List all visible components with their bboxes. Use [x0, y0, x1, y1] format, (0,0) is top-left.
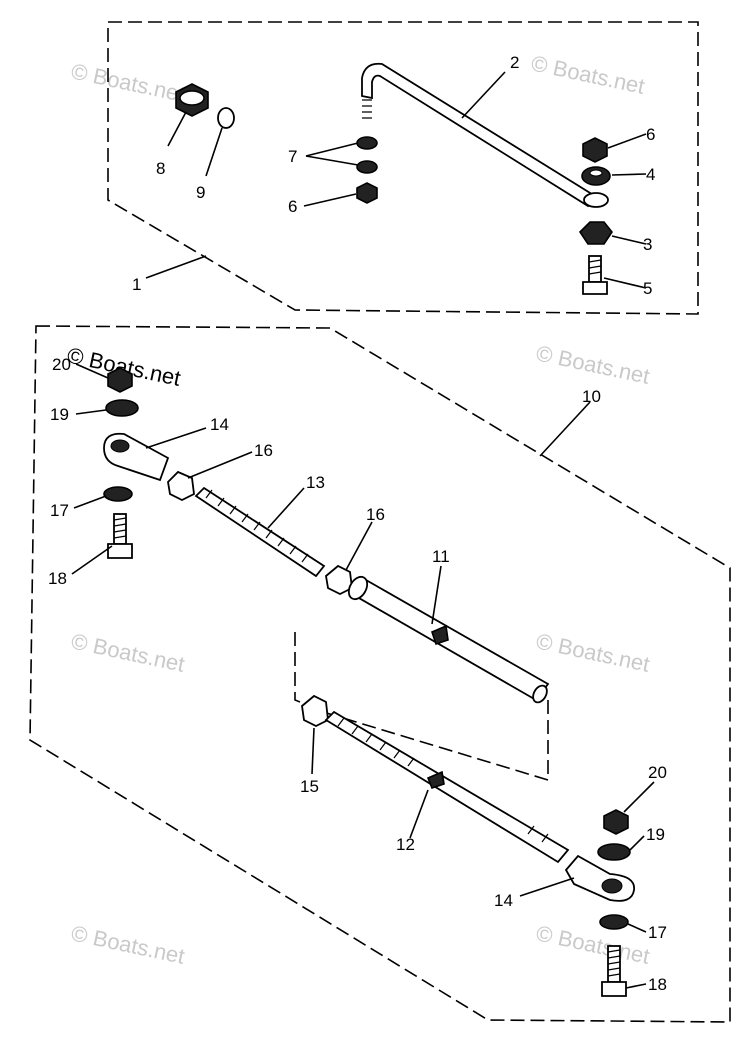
nut-part-6	[356, 182, 378, 204]
callout-labels: 1 2 3 4 5 6 6 7 8 9 10 11 12 13 14 14 15…	[48, 53, 667, 994]
callout-20: 20	[648, 763, 667, 782]
collar-part-3	[578, 221, 613, 245]
callout-15: 15	[300, 777, 319, 796]
callout-17: 17	[648, 923, 667, 942]
watermark: © Boats.net	[69, 920, 187, 968]
watermark: © Boats.net	[534, 628, 652, 676]
callout-13: 13	[306, 473, 325, 492]
nut-part-8	[175, 83, 209, 117]
callout-19: 19	[646, 825, 665, 844]
watermark: © Boats.net	[529, 50, 647, 98]
washer-part-17	[103, 486, 133, 502]
nut-part-15	[301, 694, 329, 728]
nut-part-16	[167, 470, 195, 502]
threaded-rod-part-13	[194, 486, 326, 578]
callout-19: 19	[50, 405, 69, 424]
rod-end-part-14	[564, 854, 635, 902]
adjusting-rod-part-12	[324, 710, 570, 864]
watermark: © Boats.net	[69, 58, 187, 106]
callout-6: 6	[646, 125, 655, 144]
callout-16: 16	[366, 505, 385, 524]
callout-18: 18	[48, 569, 67, 588]
washer-part-19	[597, 843, 631, 861]
callout-9: 9	[196, 183, 205, 202]
rod-end-part-14	[103, 432, 170, 482]
washer-part-7	[356, 136, 378, 150]
callout-6: 6	[288, 197, 297, 216]
callout-10: 10	[582, 387, 601, 406]
callout-16: 16	[254, 441, 273, 460]
callout-14: 14	[494, 891, 513, 910]
callout-11: 11	[432, 547, 450, 566]
nut-part-20	[603, 809, 629, 835]
callout-1: 1	[132, 275, 141, 294]
callout-17: 17	[50, 501, 69, 520]
tube-part-11	[347, 575, 550, 704]
washer-part-7	[356, 160, 378, 174]
callout-3: 3	[643, 235, 652, 254]
lower-assembly-outline	[29, 325, 731, 1023]
leader-lines	[71, 71, 655, 989]
callout-2: 2	[510, 53, 519, 72]
nut-part-20	[107, 367, 133, 393]
washer-part-17	[599, 914, 629, 930]
steering-rod-part-2	[361, 62, 609, 208]
callout-7: 7	[288, 147, 297, 166]
callout-20: 20	[52, 355, 71, 374]
callout-8: 8	[156, 159, 165, 178]
bolt-part-18	[601, 945, 627, 997]
watermark: © Boats.net	[69, 628, 187, 676]
inner-kit-outline	[294, 632, 549, 782]
callout-5: 5	[643, 279, 652, 298]
callout-12: 12	[396, 835, 415, 854]
bolt-part-5	[582, 255, 608, 295]
bushing-part-4	[581, 166, 611, 186]
nut-part-6	[582, 137, 608, 163]
o-ring-part-9	[217, 107, 235, 129]
bolt-part-18	[107, 513, 133, 559]
watermark: © Boats.net	[534, 920, 652, 968]
washer-part-19	[105, 399, 139, 417]
watermark: © Boats.net	[534, 340, 652, 388]
callout-4: 4	[646, 165, 655, 184]
callout-18: 18	[648, 975, 667, 994]
upper-assembly-outline	[107, 21, 699, 315]
callout-14: 14	[210, 415, 229, 434]
